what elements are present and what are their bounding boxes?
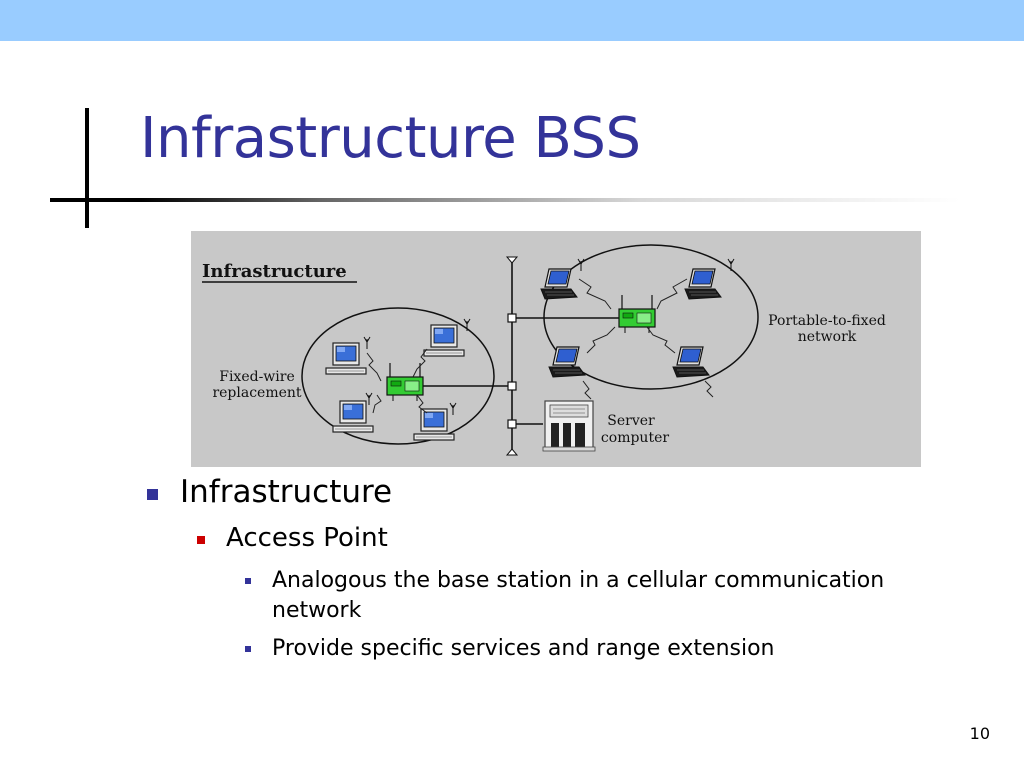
slide-title: Infrastructure BSS bbox=[140, 106, 641, 171]
server-label-line2: computer bbox=[601, 430, 669, 446]
desktop-pc-icon bbox=[332, 400, 374, 433]
bullet-level1-text: Infrastructure bbox=[180, 474, 393, 510]
laptop-icon bbox=[548, 346, 586, 378]
server-icon bbox=[542, 400, 596, 452]
figure-heading: Infrastructure bbox=[202, 261, 347, 282]
left-label-line2: replacement bbox=[212, 385, 301, 401]
bullet-level3-text: Analogous the base station in a cellular… bbox=[272, 568, 885, 623]
access-point-right-icon bbox=[618, 294, 656, 334]
bullet-square-icon bbox=[147, 489, 158, 500]
bullet-square-icon bbox=[245, 578, 251, 584]
bullet-square-icon bbox=[197, 536, 205, 544]
portable-cell bbox=[543, 244, 759, 390]
laptop-icon bbox=[540, 268, 578, 300]
server-label-line1: Server bbox=[607, 413, 655, 429]
laptop-icon bbox=[684, 268, 722, 300]
bullet-level3-text: Provide specific services and range exte… bbox=[272, 636, 775, 661]
infrastructure-diagram: Infrastructure bbox=[191, 231, 921, 467]
desktop-pc-icon bbox=[413, 408, 455, 441]
page-number: 10 bbox=[969, 724, 990, 743]
bullet-square-icon bbox=[245, 646, 251, 652]
right-label-line2: network bbox=[798, 329, 857, 345]
desktop-pc-icon bbox=[423, 324, 465, 357]
bullet-level2-text: Access Point bbox=[226, 523, 388, 553]
desktop-pc-icon bbox=[325, 342, 367, 375]
frame-vertical-line bbox=[85, 108, 89, 228]
right-label-line1: Portable-to-fixed bbox=[768, 313, 886, 329]
left-label-line1: Fixed-wire bbox=[219, 369, 295, 385]
laptop-icon bbox=[672, 346, 710, 378]
fixed-wire-cell bbox=[301, 307, 495, 445]
frame-horizontal-line bbox=[50, 198, 960, 202]
top-band bbox=[0, 0, 1024, 41]
